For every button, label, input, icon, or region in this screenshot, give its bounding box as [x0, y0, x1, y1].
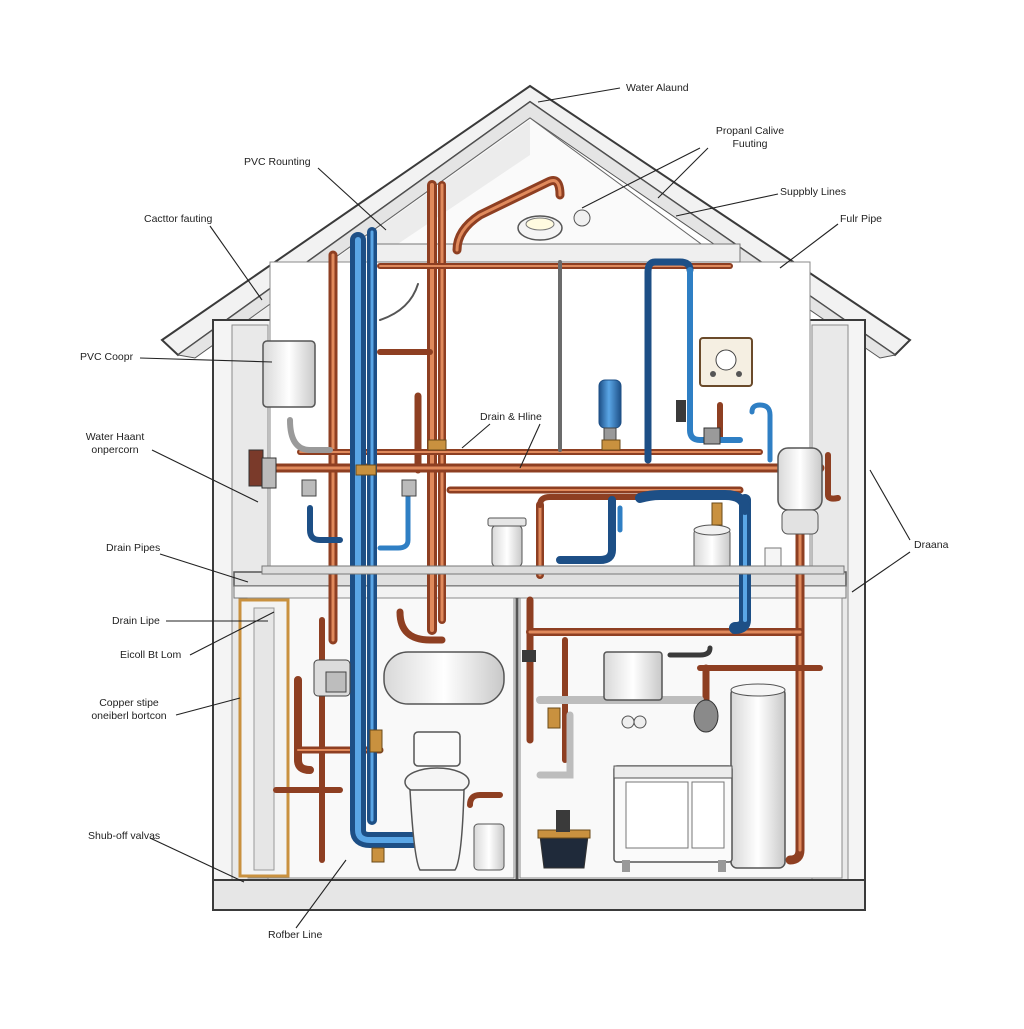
label-copper-pipe-line1: Copper stipe: [99, 697, 159, 709]
water-heater-cylinder: [730, 687, 786, 869]
softener-tank: [777, 447, 823, 511]
label-fuir-pipe: Fulr Pipe: [840, 213, 883, 225]
label-propane-valve: Propanl Calive Fuuting: [702, 125, 798, 151]
label-rofber-line: Rofber Line: [268, 929, 323, 941]
copper-pipes: [294, 176, 841, 865]
fixtures-lower: [383, 651, 786, 872]
copper-pipe-runs: [257, 263, 825, 808]
label-copper-pipe: Copper stipe oneiberl bortcon: [84, 697, 174, 723]
leader-lines: [139, 87, 911, 929]
label-pvc-coopr: PVC Coopr: [80, 351, 134, 363]
toilet-tank: [413, 731, 461, 767]
label-water-heater: Water Haant onpercorn: [72, 431, 158, 457]
label-drain-lipe: Drain Lipe: [112, 615, 160, 627]
label-water-heater-line2: onpercorn: [91, 444, 139, 457]
label-drama: Draana: [914, 539, 949, 551]
fixtures-upper: [248, 209, 845, 575]
water-heater-box: [262, 340, 316, 408]
roof: [160, 84, 912, 359]
label-shutoff-valves: Shub-off valvas: [88, 830, 161, 842]
wood-wall-frame: [238, 598, 290, 878]
label-water-around: Water Alaund: [626, 82, 689, 94]
label-drain-pipes: Drain Pipes: [106, 542, 161, 554]
valves: [301, 400, 723, 863]
label-supply-lines: Suppbly Lines: [780, 186, 846, 198]
label-pvc-rounting: PVC Rounting: [244, 156, 311, 168]
label-copper-pipe-line2: oneiberl bortcon: [91, 710, 167, 723]
label-cattor-fauting: Cacttor fauting: [144, 213, 213, 225]
label-propane-valve-line1: Propanl Calive: [715, 125, 785, 137]
blue-filter: [598, 379, 622, 429]
horizontal-tank: [383, 651, 505, 705]
label-propane-valve-line2: Fuuting: [732, 138, 768, 151]
label-water-heater-line1: Water Haant: [85, 431, 145, 443]
label-drain-hline: Drain & Hline: [480, 411, 542, 423]
label-eicoll-bt-lom: Eicoll Bt Lom: [120, 649, 182, 661]
pvc-pipes: [307, 227, 773, 848]
